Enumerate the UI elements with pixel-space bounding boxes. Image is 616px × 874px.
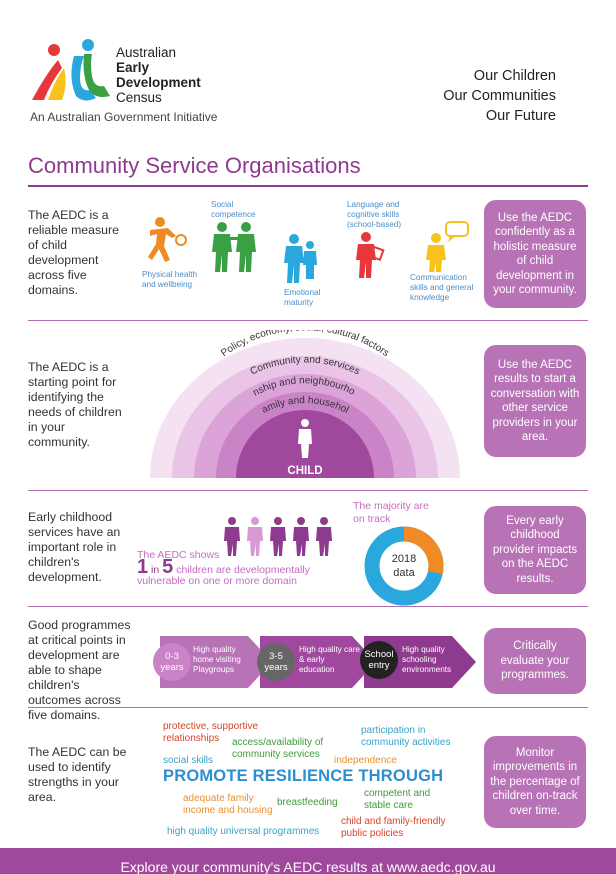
one-number: 1	[137, 556, 149, 578]
donut-line2: data	[393, 567, 415, 579]
word-competent: competent and stable care	[364, 788, 431, 811]
resilience-headline: PROMOTE RESILIENCE THROUGH	[163, 767, 444, 785]
word-social-skills: social skills	[163, 755, 214, 766]
emotional-label: Emotional maturity	[284, 288, 321, 307]
govt-initiative: An Australian Government Initiative	[30, 110, 218, 124]
social-label: Social competence	[211, 200, 256, 219]
majority-label: The majority are on track	[353, 500, 429, 525]
section2-callout: Use the AEDC results to start a conversa…	[484, 345, 586, 457]
footer-banner: Explore your community's AEDC results at…	[0, 848, 616, 874]
one-in-five-text: 1 in 5 children are developmentally vuln…	[137, 557, 310, 588]
section5-callout: Monitor improvements in the percentage o…	[484, 736, 586, 828]
section4-text: Good programmes at critical points in de…	[28, 618, 131, 722]
physical-label: Physical health and wellbeing	[142, 270, 198, 289]
word-breastfeeding: breastfeeding	[277, 797, 338, 808]
child-label: CHILD	[287, 465, 322, 477]
section5-text: The AEDC can be used to identify strengt…	[28, 745, 127, 804]
word-protective: protective, supportive relationships	[163, 721, 259, 744]
one-in-five-rest2: vulnerable on one or more domain	[137, 575, 297, 587]
word-access: access/availability of community service…	[232, 737, 324, 760]
stage-age-3-5: 3-5 years	[257, 643, 295, 681]
word-participation: participation in community activities	[361, 725, 451, 748]
page-title: Community Service Organisations	[28, 153, 361, 178]
logo-line2: Early	[116, 60, 150, 75]
logo-line3: Development	[116, 75, 201, 90]
stage-school-entry: School entry	[360, 641, 398, 679]
physical-figure-icon	[148, 217, 187, 262]
section1-callout: Use the AEDC confidently as a holistic m…	[484, 200, 586, 308]
logo-line4: Census	[116, 90, 162, 105]
stage-label-3-5: High quality care & early education	[299, 645, 360, 674]
section3-callout: Every early childhood provider impacts o…	[484, 506, 586, 594]
five-children-icon	[224, 517, 332, 556]
aedc-logo-icon	[32, 39, 110, 101]
divider-1	[28, 320, 588, 321]
divider-3	[28, 606, 588, 607]
stage-label-0-3: High quality home visiting Playgroups	[193, 645, 241, 674]
section4-callout: Critically evaluate your programmes.	[484, 628, 586, 694]
five-number: 5	[162, 556, 174, 578]
title-divider	[28, 185, 588, 187]
stage-label-school: High quality schooling environments	[402, 645, 452, 674]
language-label: Language and cognitive skills (school-ba…	[347, 200, 402, 229]
donut-line1: 2018	[392, 553, 416, 565]
tag3-word: Future	[514, 108, 556, 124]
word-family-friendly: child and family-friendly public policie…	[341, 816, 446, 839]
stage-age-0-3: 0-3 years	[153, 643, 191, 681]
reading-figure-icon	[356, 232, 385, 278]
tag2-prefix: Our	[443, 88, 472, 104]
one-in-five-rest: children are developmentally	[176, 564, 310, 576]
emotional-figure-icon	[284, 234, 317, 283]
tag1-word: Children	[502, 68, 556, 84]
word-independence: independence	[334, 755, 397, 766]
on-track-donut-chart: 2018 data	[364, 526, 444, 606]
communication-label: Communication skills and general knowled…	[410, 273, 474, 302]
word-universal: high quality universal programmes	[167, 826, 320, 837]
section2-text: The AEDC is a starting point for identif…	[28, 360, 122, 449]
word-family-income: adequate family income and housing	[183, 793, 273, 816]
tag1-prefix: Our	[473, 68, 502, 84]
in-word: in	[151, 564, 160, 576]
tag2-word: Communities	[471, 88, 556, 104]
ecosystem-arcs: Policy, economy, social, cultural factor…	[150, 330, 460, 478]
logo-text: Australian Early Development Census	[116, 45, 201, 105]
tag3-prefix: Our	[485, 108, 515, 124]
logo-line1: Australian	[116, 45, 177, 60]
section1-text: The AEDC is a reliable measure of child …	[28, 208, 119, 297]
section3-text: Early childhood services have an importa…	[28, 510, 121, 584]
social-figures-icon	[212, 222, 256, 272]
divider-2	[28, 490, 588, 491]
divider-4	[28, 707, 588, 708]
speech-figure-icon	[426, 221, 469, 272]
aedc-shows-text: The AEDC shows	[137, 549, 220, 561]
tagline: Our Children Our Communities Our Future	[356, 66, 556, 126]
